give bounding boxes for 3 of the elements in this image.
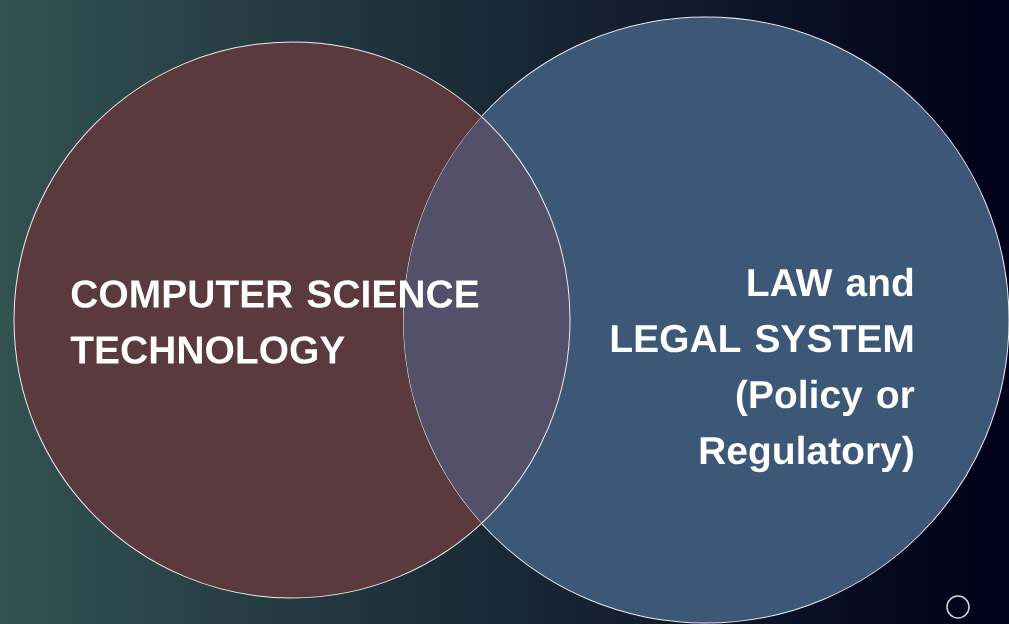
venn-circle xyxy=(13,41,571,599)
circle-label: COMPUTER SCIENCE TECHNOLOGY xyxy=(70,280,479,364)
circle-label: LAW and LEGAL SYSTEM (Policy or Regulatory) xyxy=(611,267,915,473)
